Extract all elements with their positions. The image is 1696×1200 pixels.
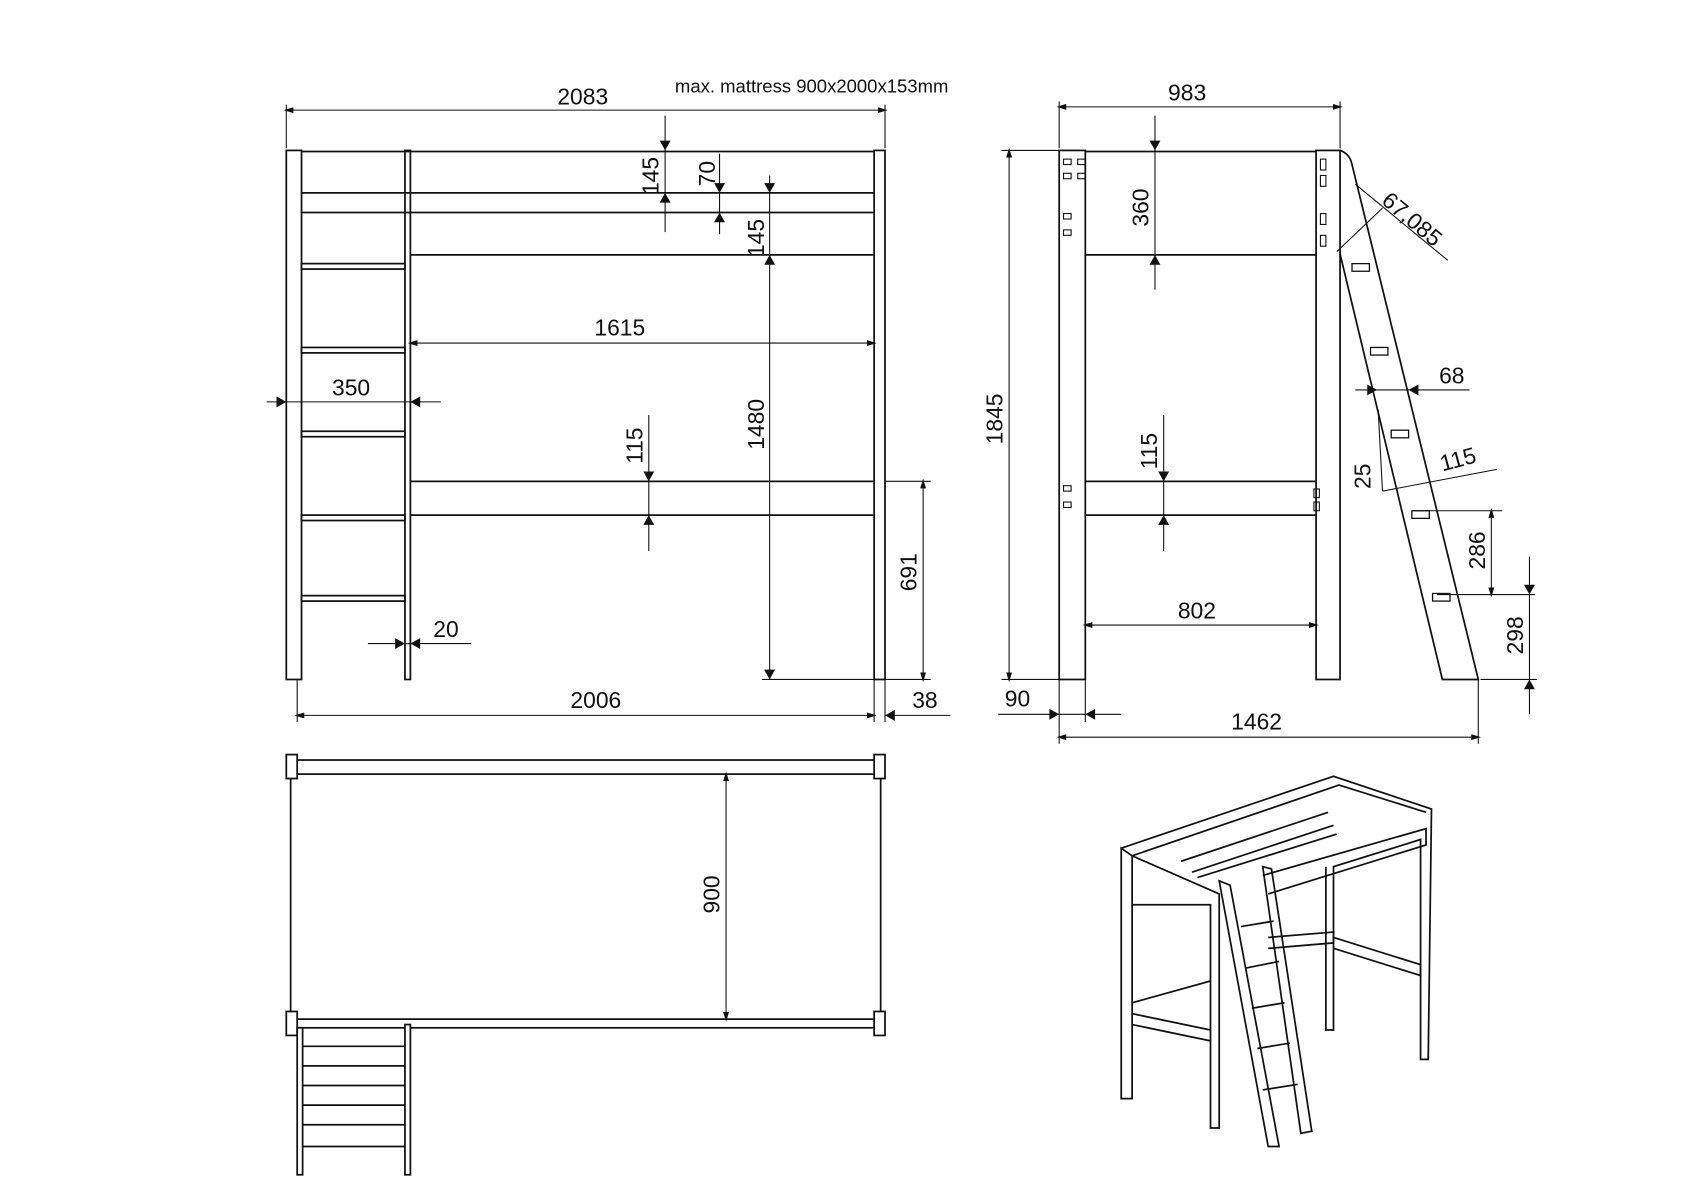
top-ladder	[296, 1023, 412, 1176]
front-left-post	[285, 149, 303, 681]
dim-25	[1377, 409, 1384, 492]
ladder-rungs	[300, 262, 406, 602]
mattress-note: max. mattress 900x2000x153mm	[675, 76, 949, 97]
side-ladder	[1339, 149, 1480, 681]
dim-68-label: 68	[1439, 362, 1464, 388]
dim-298-label: 298	[1502, 616, 1528, 654]
dim-67085-label: 67,085	[1377, 187, 1447, 252]
dim-1462-label: 1462	[1231, 709, 1282, 735]
side-right-post	[1315, 149, 1341, 681]
dim-angle-line	[1354, 183, 1449, 261]
dim-25-label: 25	[1350, 464, 1376, 489]
dim-1480-label: 1480	[743, 399, 769, 450]
dim-90-label: 90	[1005, 686, 1030, 712]
corner-post	[285, 753, 299, 780]
dim-350-label: 350	[332, 374, 370, 400]
isometric-view	[1120, 775, 1433, 1148]
dim-145-bed-label: 145	[743, 219, 769, 257]
dim-38-label: 38	[912, 687, 937, 713]
dim-900-label: 900	[699, 875, 725, 913]
dim-2006-label: 2006	[570, 687, 621, 713]
top-frame	[289, 759, 882, 1029]
dim-115-side-label: 115	[1136, 433, 1162, 469]
side-left-post	[1058, 149, 1087, 681]
dim-115-rung-label: 115	[1437, 442, 1479, 477]
front-view: 2083 145 70 145 1480 1615 350 115 691 20…	[266, 84, 951, 722]
hardware-marks	[1062, 158, 1327, 512]
dim-1615-label: 1615	[594, 314, 645, 340]
dim-286-label: 286	[1464, 531, 1490, 569]
side-view: 983 1845 360 115 802 90 1462 67,085 68 2…	[982, 79, 1538, 744]
dim-1845-label: 1845	[982, 393, 1008, 444]
dim-691-label: 691	[896, 553, 922, 591]
dim-20-label: 20	[433, 616, 458, 642]
top-view: 900	[285, 753, 886, 1176]
dim-360-label: 360	[1127, 188, 1153, 226]
dim-145-top-label: 145	[638, 157, 664, 195]
dim-115-rung	[1382, 468, 1497, 492]
side-ladder-rungs	[1351, 262, 1451, 602]
front-right-post	[873, 149, 886, 681]
dim-983-label: 983	[1168, 79, 1206, 105]
dim-115-front-label: 115	[621, 427, 647, 463]
front-ladder-rail	[404, 149, 412, 681]
dim-2083-label: 2083	[557, 84, 608, 110]
dim-802-label: 802	[1178, 598, 1216, 624]
dim-70-label: 70	[694, 161, 720, 186]
